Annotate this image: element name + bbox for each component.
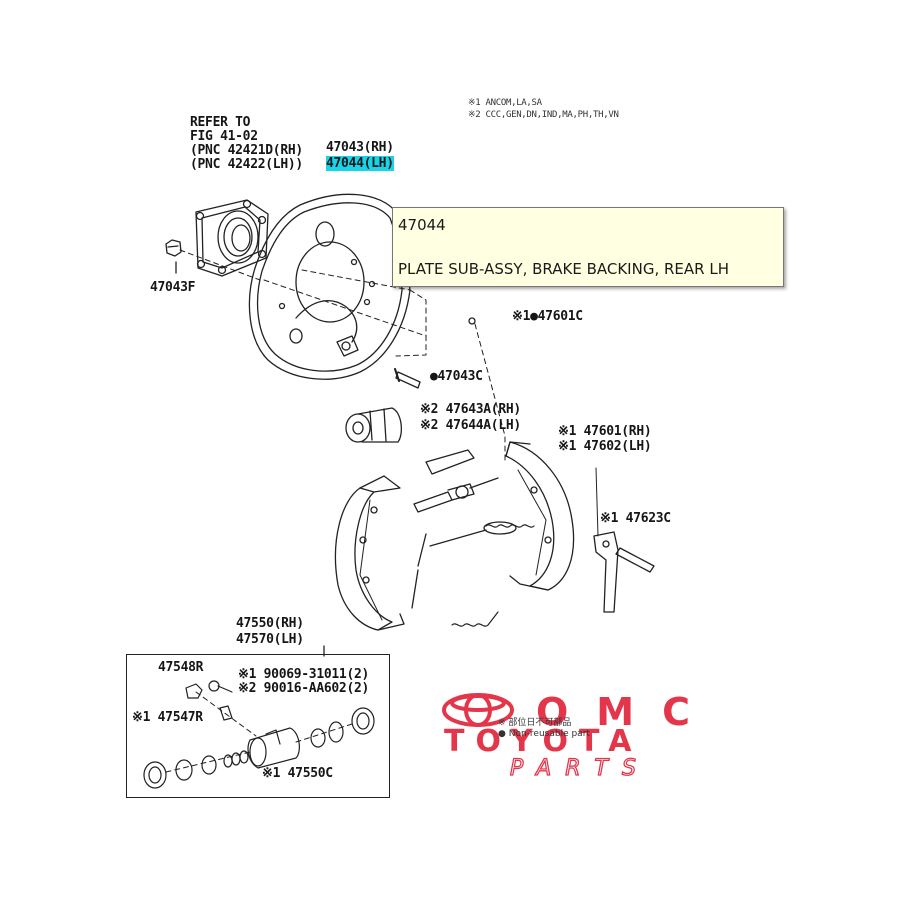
parking-lever [593, 467, 619, 613]
note-line-1: ※1 ANCOM,LA,SA [468, 98, 542, 108]
bleeder-cap [185, 683, 203, 699]
label-47548r[interactable]: 47548R [158, 660, 204, 675]
label-47550[interactable]: 47550(RH) [236, 616, 304, 631]
strut-bar [425, 449, 475, 475]
refer-line-2: FIG 41-02 [190, 129, 258, 144]
adjuster-strut [413, 477, 499, 513]
watermark-sub: PARTS [510, 756, 650, 781]
label-90069[interactable]: ※1 90069-31011(2) [238, 667, 370, 682]
pin-47601c [468, 317, 476, 325]
label-47547r[interactable]: ※1 47547R [132, 710, 203, 725]
note-line-2: ※2 CCC,GEN,DN,IND,MA,PH,TH,VN [468, 110, 619, 120]
nut-47043f [165, 239, 182, 274]
return-spring [429, 524, 535, 547]
left-brake-shoe [334, 475, 405, 631]
bolt-47043c [394, 368, 421, 389]
label-47601c[interactable]: ※1●47601C [512, 309, 583, 324]
omc-toyota-watermark: OMC TOYOTA PARTS ※ 部位日不可部品 ● Non-reusabl… [440, 690, 800, 783]
label-47643a[interactable]: ※2 47643A(RH) [420, 402, 521, 417]
label-47623c[interactable]: ※1 47623C [600, 511, 671, 526]
label-47550c[interactable]: ※1 47550C [262, 766, 333, 781]
cylinder-47643a [345, 407, 403, 443]
wheel-cylinder-body [247, 727, 300, 769]
part-tooltip: 47044 PLATE SUB-ASSY, BRAKE BACKING, REA… [392, 207, 784, 287]
label-47044-highlighted[interactable]: 47044(LH) [326, 156, 394, 171]
refer-block: REFER TO FIG 41-02 (PNC 42421D(RH) (PNC … [190, 116, 303, 172]
hub-flange [195, 199, 269, 277]
watermark-note-1: ※ 部位日不可部品 [498, 718, 572, 728]
lower-spring [451, 611, 499, 627]
label-90016[interactable]: ※2 90016-AA602(2) [238, 681, 370, 696]
tooltip-part-code: 47044 [398, 216, 446, 234]
refer-line-3: (PNC 42421D(RH) [190, 143, 303, 158]
watermark-logo: OMC TOYOTA PARTS [442, 690, 718, 782]
watermark-brand: OMC [536, 693, 718, 734]
tooltip-part-description: PLATE SUB-ASSY, BRAKE BACKING, REAR LH [398, 260, 729, 278]
right-brake-shoe [505, 441, 575, 591]
label-47601[interactable]: ※1 47601(RH) [558, 424, 652, 439]
label-47043[interactable]: 47043(RH) [326, 140, 394, 155]
bolt-47623c [615, 547, 655, 573]
label-47602[interactable]: ※1 47602(LH) [558, 439, 652, 454]
refer-line-4: (PNC 42422(LH)) [190, 157, 303, 172]
label-47644a[interactable]: ※2 47644A(LH) [420, 418, 521, 433]
bleeder-47547r [219, 705, 233, 721]
watermark-note-2: ● Non-reusable part [498, 729, 590, 739]
refer-line-1: REFER TO [190, 115, 251, 130]
wheel-cylinder-kit-box [126, 654, 390, 798]
label-47043c[interactable]: ●47043C [430, 369, 483, 384]
watermark-brand-2: TOYOTA [444, 724, 642, 759]
backing-plate [248, 193, 411, 380]
bolts-90069 [208, 680, 233, 693]
label-47570[interactable]: 47570(LH) [236, 632, 304, 647]
hold-pin-1 [411, 569, 419, 609]
cups-pistons [143, 707, 375, 789]
label-47043f[interactable]: 47043F [150, 280, 196, 295]
